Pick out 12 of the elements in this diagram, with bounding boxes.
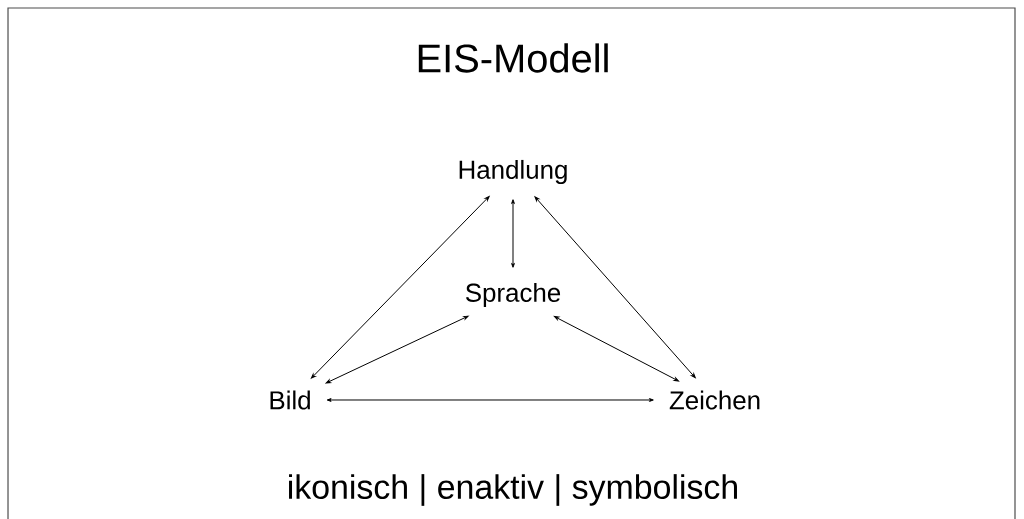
arrow <box>553 316 680 382</box>
arrow <box>511 199 515 268</box>
node-label: Handlung <box>459 159 567 185</box>
title: EIS-Modell <box>418 43 608 73</box>
arrow <box>325 315 469 384</box>
arrow <box>310 195 490 379</box>
arrow <box>326 398 654 402</box>
caption-text: ikonisch | enaktiv | symbolisch <box>289 474 737 506</box>
node-label: Sprache <box>465 282 561 308</box>
arrow <box>534 196 696 379</box>
node-label: Bild <box>270 390 310 410</box>
node-label: Zeichen <box>669 390 760 410</box>
